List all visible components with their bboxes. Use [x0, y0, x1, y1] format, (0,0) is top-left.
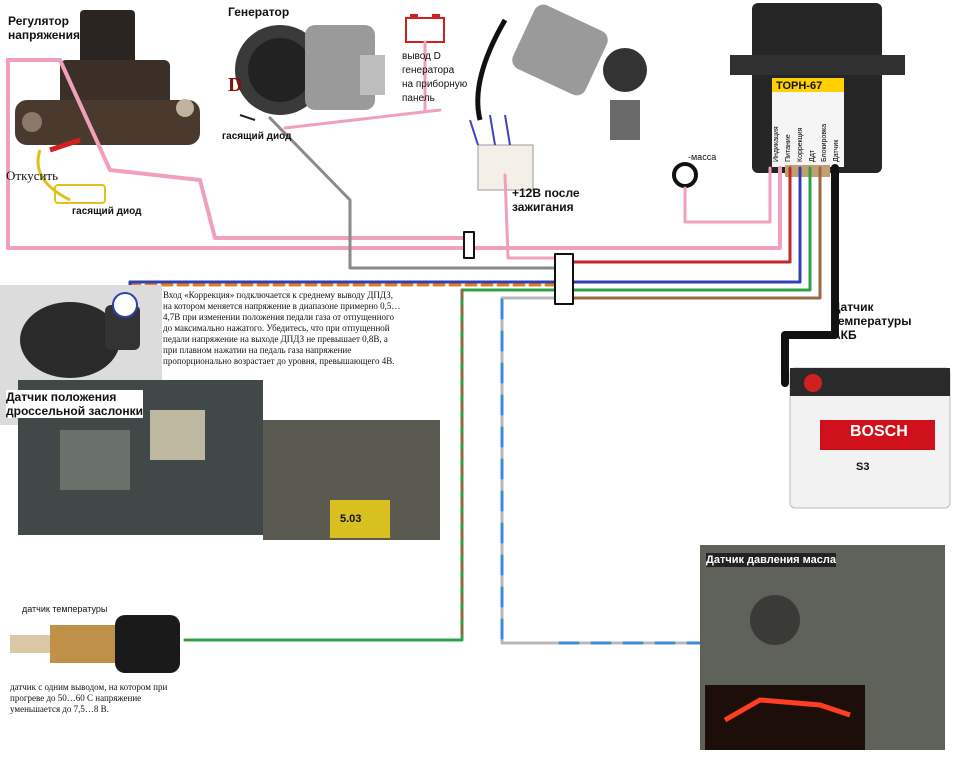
- module-pin-label: Питание: [785, 134, 792, 162]
- torn-module: [730, 3, 905, 177]
- generator-image: [235, 25, 385, 121]
- cut-off-label: Откусить: [6, 168, 59, 183]
- module-pin-label: Ддт: [809, 149, 816, 162]
- module-pin-label: Индикация: [773, 126, 780, 162]
- module-title: ТОРН-67: [776, 80, 823, 92]
- temperature-sensor-image: [10, 615, 180, 673]
- akb-sensor-label: Датчик температуры АКБ: [832, 300, 912, 342]
- correction-text: Вход «Коррекция» подключается к среднему…: [163, 290, 401, 366]
- temp-sensor-title: датчик температуры: [22, 604, 108, 614]
- ground-terminal: [672, 162, 698, 188]
- terminal-d-label: D: [228, 74, 243, 96]
- plus12-label: +12В после зажигания: [512, 186, 580, 214]
- multimeter-reading: 5.03: [340, 513, 362, 525]
- diode-label-left: гасящий диод: [72, 206, 142, 217]
- battery-model: S3: [856, 461, 870, 473]
- generator-label: Генератор: [228, 5, 290, 19]
- wires: [6, 40, 852, 645]
- battery-icon: [405, 14, 445, 43]
- module-pin-label: Блокировка: [821, 124, 828, 162]
- throttle-sensor-label: Датчик положения дроссельной заслонки: [6, 390, 144, 418]
- output-d-label: вывод D генератора на приборную панель: [402, 51, 468, 104]
- diode-label-generator: гасящий диод: [222, 131, 292, 142]
- battery-image: [789, 367, 951, 509]
- voltage-regulator-image: [10, 5, 210, 204]
- module-pin-label: Коррекция: [797, 127, 804, 162]
- oil-sensor-label: Датчик давления масла: [706, 553, 836, 567]
- module-pin-label: Датчик: [833, 139, 840, 162]
- oil-pressure-sensor-image: [700, 545, 945, 750]
- regulator-label: Регулятор напряжения: [8, 14, 80, 42]
- ground-label: -масса: [688, 152, 717, 162]
- battery-brand: BOSCH: [850, 423, 908, 440]
- temp-sensor-desc: датчик с одним выводом, на котором при п…: [10, 682, 168, 714]
- engine-photo-right: [263, 420, 440, 540]
- ignition-switch-image: [469, 4, 647, 191]
